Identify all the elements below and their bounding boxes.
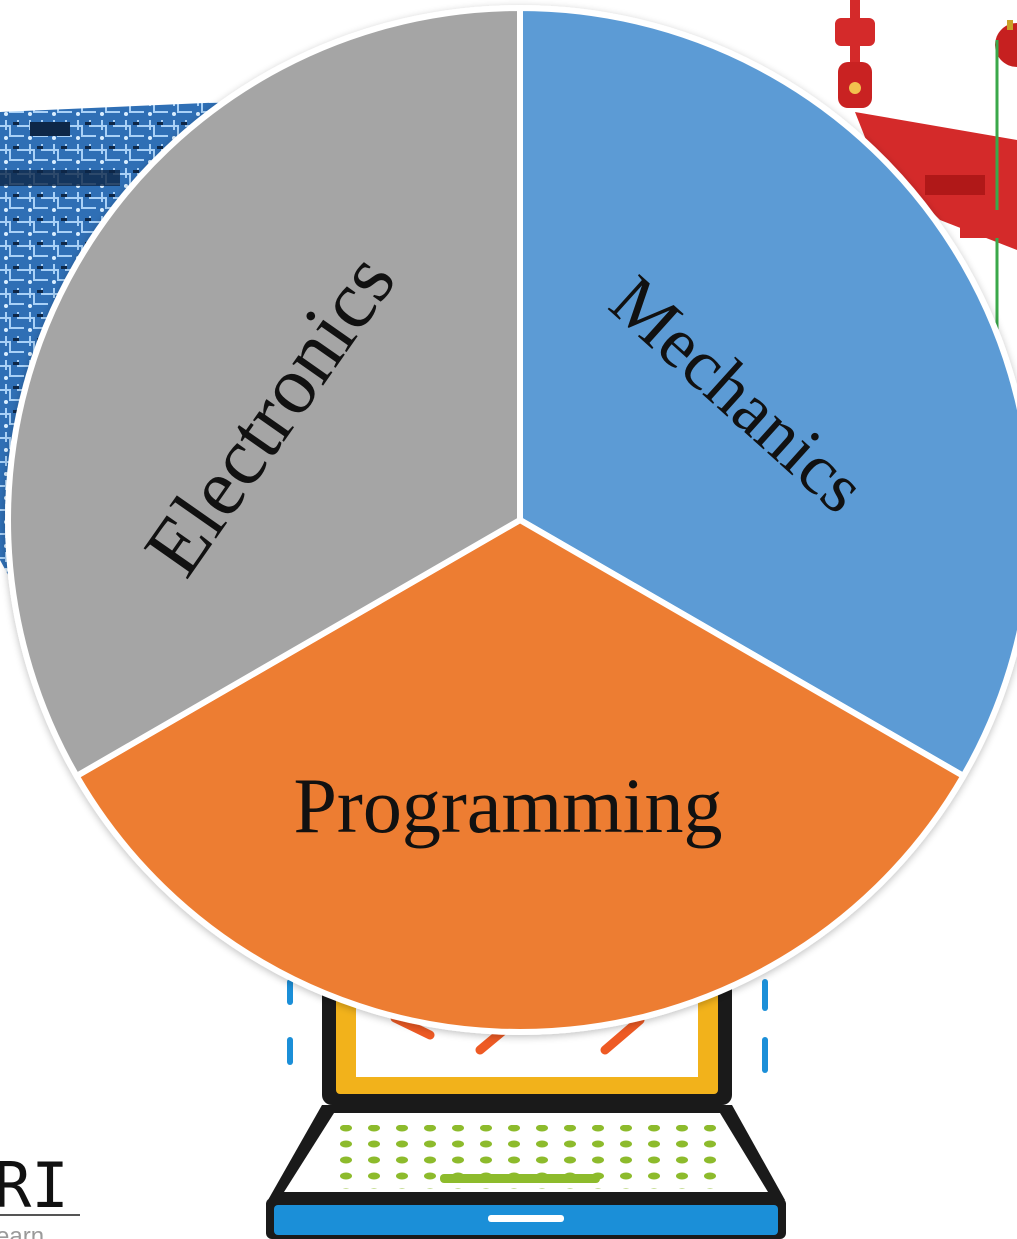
logo-subtext: earn — [0, 1223, 44, 1239]
pie-chart — [5, 5, 1017, 1035]
mechanism-image — [835, 0, 1017, 330]
logo-text: RI — [0, 1149, 69, 1222]
slice-programming — [73, 517, 967, 1035]
logo: RI earn — [0, 1149, 80, 1239]
slice-label-programming: Programming — [294, 762, 723, 849]
slice-mechanics — [517, 5, 1017, 779]
slice-electronics — [5, 5, 523, 779]
